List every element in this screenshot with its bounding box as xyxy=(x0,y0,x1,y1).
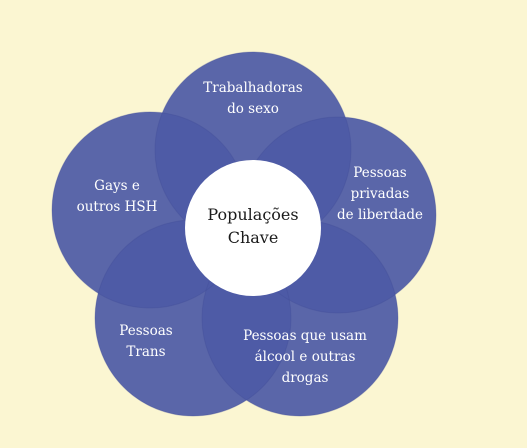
center-circle xyxy=(185,160,321,296)
petal-label-line: de liberdade xyxy=(337,207,423,223)
center-label-line: Chave xyxy=(228,228,279,247)
petal-label-line: privadas xyxy=(351,186,410,202)
petal-label-line: Pessoas xyxy=(119,323,172,339)
petal-label-prisoners: Pessoas privadas de liberdade xyxy=(337,165,423,223)
petal-label-line: Trabalhadoras xyxy=(203,80,303,96)
center-label-line: Populações xyxy=(207,205,298,224)
petal-label-line: Pessoas xyxy=(353,165,406,181)
petal-label-line: Gays e xyxy=(94,178,140,194)
petal-label-line: Trans xyxy=(126,344,165,360)
petal-label-sex-workers: Trabalhadoras do sexo xyxy=(203,80,303,117)
petal-label-line: Pessoas que usam xyxy=(243,328,367,344)
petal-label-line: álcool e outras xyxy=(255,349,356,365)
petal-label-line: outros HSH xyxy=(77,199,158,215)
petal-label-gay-msm: Gays e outros HSH xyxy=(77,178,158,215)
petal-label-line: drogas xyxy=(282,370,329,386)
petal-label-line: do sexo xyxy=(227,101,279,117)
petal-label-drug-users: Pessoas que usam álcool e outras drogas xyxy=(243,328,367,386)
